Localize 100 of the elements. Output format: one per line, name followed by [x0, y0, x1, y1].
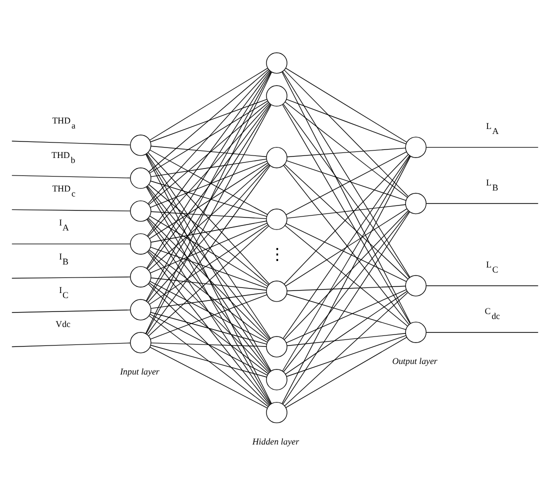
- node-circle: [130, 298, 152, 320]
- node-circle: [130, 232, 152, 254]
- connector: [286, 293, 406, 330]
- connector: [150, 160, 268, 208]
- connector: [284, 69, 408, 196]
- node-circle: [266, 401, 288, 423]
- connector: [150, 210, 267, 219]
- connector: [148, 164, 270, 302]
- connector: [148, 68, 269, 172]
- connector: [149, 224, 268, 304]
- connector: [12, 243, 131, 244]
- node-circle: [266, 208, 288, 230]
- node-circle: [266, 368, 288, 390]
- node-circle: [266, 336, 288, 357]
- connector: [12, 208, 131, 211]
- connector: [148, 184, 269, 285]
- connector: [150, 246, 268, 288]
- connector: [12, 140, 131, 145]
- label: Hidden layer: [252, 436, 300, 446]
- node-circle: [130, 266, 152, 287]
- node-circle: [405, 274, 426, 296]
- connector: [150, 312, 268, 344]
- connector: [148, 102, 270, 236]
- node-circle: [266, 52, 288, 74]
- connector: [150, 342, 267, 346]
- connector: [283, 210, 410, 372]
- connector: [12, 342, 131, 347]
- node-circle: [405, 192, 426, 214]
- node-circle: [130, 200, 152, 222]
- edge-label: Vdc: [56, 318, 70, 329]
- connector: [146, 218, 271, 404]
- connector: [147, 218, 270, 372]
- connector: [150, 220, 267, 242]
- connector: [150, 346, 268, 408]
- node-circle: [405, 136, 426, 158]
- node-circle: [266, 84, 288, 106]
- connector: [286, 334, 406, 376]
- label: ⋮: [268, 244, 285, 264]
- connector: [150, 313, 268, 375]
- connector: [147, 251, 270, 405]
- connector: [150, 149, 268, 214]
- connector: [150, 180, 268, 216]
- connector: [282, 211, 410, 404]
- connector: [12, 309, 131, 312]
- connector: [150, 280, 268, 342]
- connector: [148, 163, 269, 270]
- connector: [426, 284, 538, 286]
- connector: [286, 288, 407, 343]
- connector: [148, 70, 270, 204]
- connector: [285, 67, 408, 142]
- connector: [148, 283, 270, 406]
- connector: [286, 204, 406, 218]
- connector: [282, 103, 410, 278]
- connector: [284, 101, 408, 198]
- connector: [148, 250, 270, 372]
- connector: [150, 277, 267, 290]
- connector: [286, 285, 406, 291]
- connector: [146, 70, 270, 236]
- connector: [146, 103, 270, 269]
- connector: [285, 290, 408, 374]
- connector: [149, 215, 268, 286]
- connector: [286, 160, 406, 200]
- connector: [150, 222, 268, 273]
- connector: [286, 332, 406, 346]
- connector: [148, 102, 269, 205]
- connector: [286, 222, 407, 282]
- connector: [150, 344, 268, 377]
- label: Output layer: [392, 356, 438, 366]
- connector: [148, 152, 270, 284]
- connector: [12, 276, 131, 278]
- label: Input layer: [120, 366, 160, 376]
- connector: [150, 98, 268, 142]
- node-circle: [266, 280, 288, 302]
- connector: [285, 208, 408, 286]
- connector: [426, 202, 538, 204]
- connector: [149, 100, 268, 173]
- connector: [148, 249, 269, 341]
- connector: [284, 224, 408, 326]
- connector: [146, 186, 271, 372]
- node-circle: [130, 167, 152, 188]
- connector: [148, 282, 269, 374]
- connector: [150, 294, 268, 340]
- connector: [150, 292, 267, 308]
- connector: [426, 146, 538, 148]
- connector: [148, 314, 269, 406]
- connector: [150, 158, 267, 177]
- connector: [149, 67, 268, 140]
- connector: [12, 174, 131, 178]
- connector: [284, 210, 409, 340]
- connector: [286, 150, 407, 215]
- connector: [286, 147, 406, 157]
- connector: [286, 98, 406, 144]
- node-circle: [130, 134, 152, 156]
- connector: [149, 162, 268, 239]
- connector: [284, 292, 408, 406]
- node-circle: [266, 146, 288, 168]
- connector: [150, 145, 267, 157]
- node-circle: [405, 321, 426, 342]
- node-circle: [130, 332, 152, 353]
- connector: [285, 336, 408, 408]
